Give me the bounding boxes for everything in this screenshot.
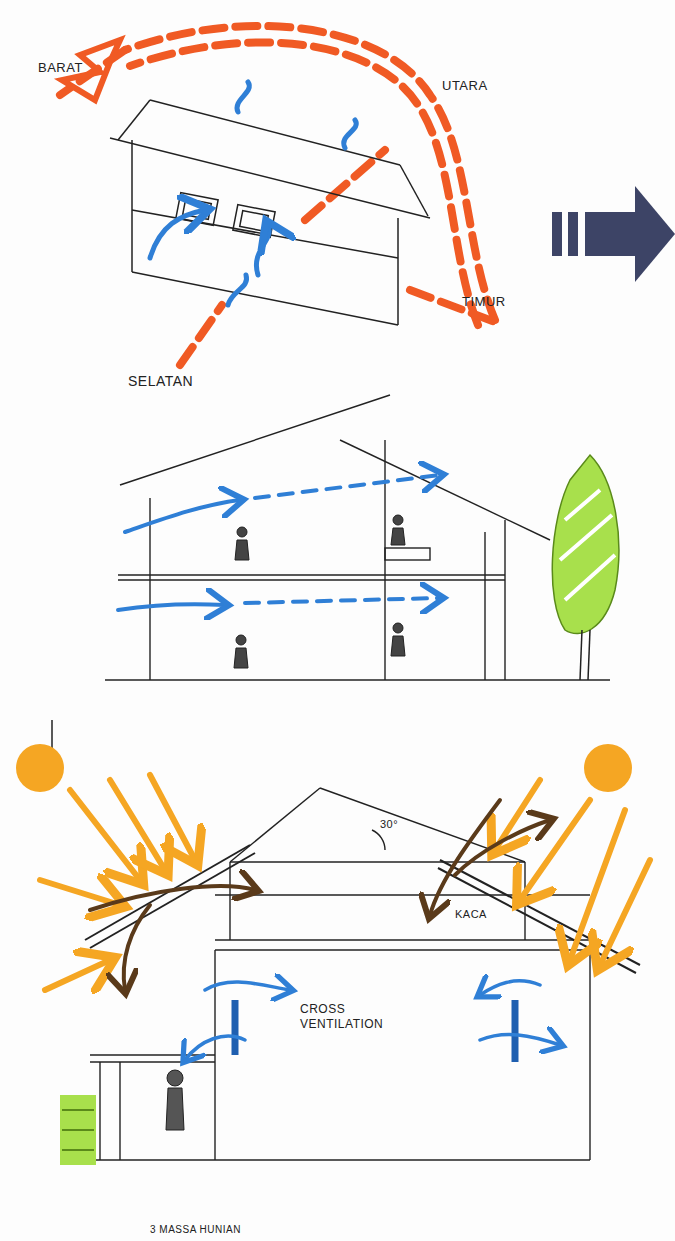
sketch-label: CROSS VENTILATION: [300, 1002, 395, 1032]
openings: [235, 1000, 515, 1062]
sun-path: [60, 26, 495, 365]
sketch-label: SELATAN: [128, 373, 228, 391]
sketch-label: TIMUR: [462, 294, 542, 310]
house-section: [90, 788, 590, 1160]
sketch-label: KACA: [455, 908, 505, 922]
tree: [552, 455, 619, 680]
shrub: [60, 1095, 96, 1165]
sketch-label: UTARA: [442, 78, 522, 94]
wind-flow: [150, 82, 356, 305]
house-perspective: [110, 100, 430, 325]
transition-arrow: [552, 186, 675, 282]
section-wind: [118, 475, 440, 610]
caption: 3 MASSA HUNIAN: [150, 1224, 350, 1237]
people: [234, 515, 405, 668]
cross-ventilation: [185, 981, 560, 1060]
roof-overhang: [85, 845, 640, 973]
sun-rays: [40, 775, 650, 990]
deflected-rays: [90, 800, 550, 990]
building-section: [105, 395, 610, 680]
person-balcony: [166, 1070, 184, 1130]
sketch-label: BARAT: [38, 60, 118, 76]
sketch-label: 30°: [380, 818, 420, 832]
